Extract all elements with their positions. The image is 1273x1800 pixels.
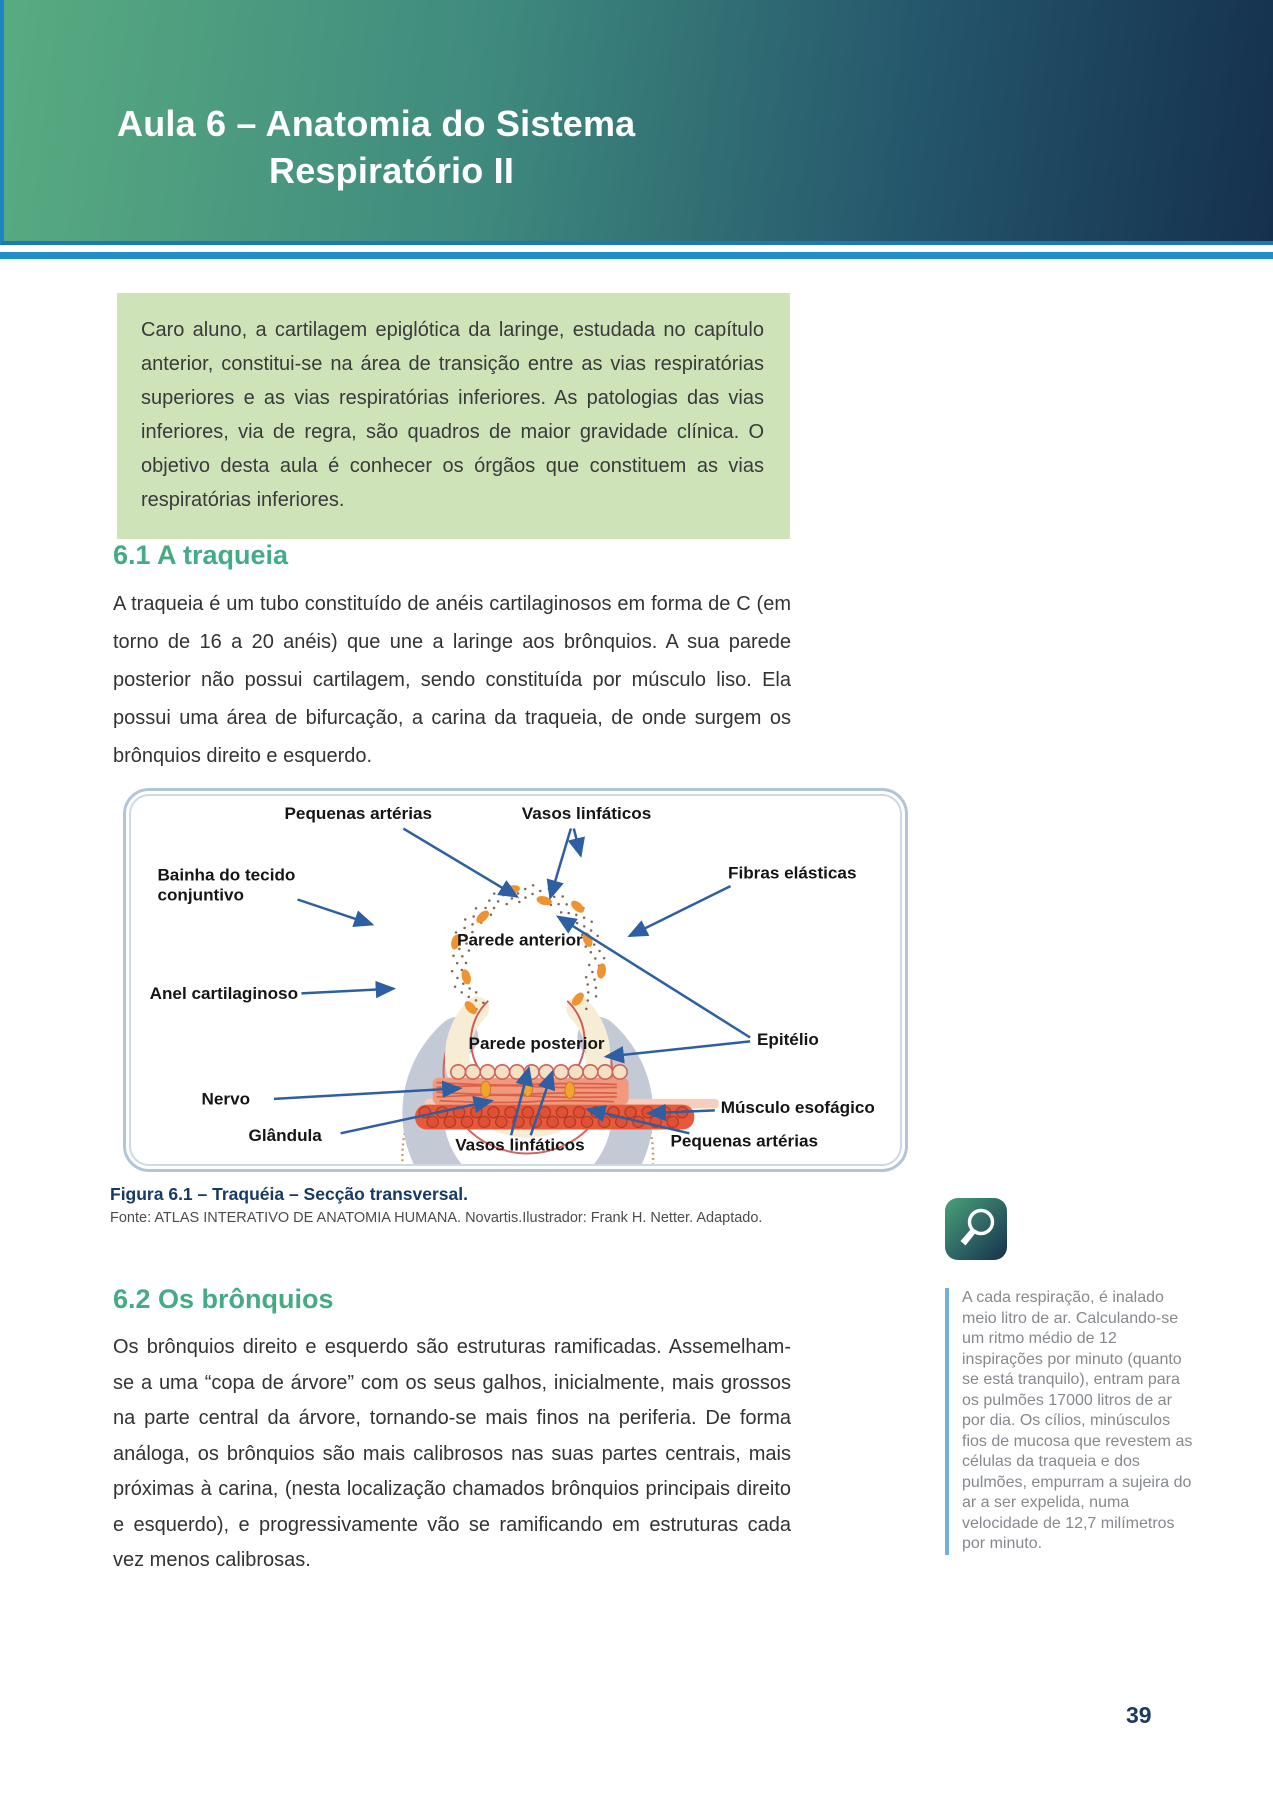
section-paragraph-6-2: Os brônquios direito e esquerdo são estr… [113,1336,791,1571]
header-underline-rule [0,252,1273,259]
page-title-line2: Respiratório II [269,150,515,191]
page-number: 39 [1126,1702,1152,1728]
figure-arrow-vasos-linfaticos-inf [529,1069,556,1136]
figure-arrow-fibras-elasticas [627,884,732,938]
figure-label-fibras-elasticas: Fibras elásticas [728,864,856,883]
figure-label-epitelio: Epitélio [757,1030,819,1049]
mucosa-texture [450,884,607,1015]
figure-label-pequenas-arterias-sup: Pequenas artérias [285,804,433,823]
magnifier-icon [945,1198,1007,1260]
figure-label-vasos-linfaticos-sup: Vasos linfáticos [522,804,651,823]
posterior-epithelium-scallops [450,1064,628,1080]
figure-label-vasos-linfaticos-inf: Vasos linfáticos [455,1136,584,1155]
intro-box: Caro aluno, a cartilagem epiglótica da l… [117,293,790,539]
figure-label-anel-cartilaginoso: Anel cartilaginoso [150,984,298,1003]
figure-arrow-nervo [273,1080,463,1101]
figure-arrow-vasos-linfaticos-inf [509,1065,533,1136]
adventitia-contour [401,1057,655,1164]
figure-caption: Figura 6.1 – Traquéia – Secção transvers… [110,1184,468,1204]
figure-label-glandula: Glândula [249,1126,323,1145]
figure-arrow-epitelio [603,1040,751,1064]
figure-arrow-glandula [340,1095,494,1135]
figure-arrow-vasos-linfaticos-sup [567,828,585,858]
figure-label-musculo-esofagico: Músculo esofágico [721,1098,875,1117]
figure-label-nervo: Nervo [202,1090,251,1109]
figure-arrow-epitelio [555,915,751,1039]
section-heading-6-1: 6.1 A traqueia [113,540,289,570]
figure-arrow-pequenas-arterias-inf [585,1104,690,1135]
section-heading-6-2: 6.2 Os brônquios [113,1284,334,1314]
sidebar-note: A cada respiração, é inalado meio litro … [945,1288,1197,1555]
figure-source: Fonte: ATLAS INTERATIVO DE ANATOMIA HUMA… [110,1210,763,1226]
section-paragraph-6-1: A traqueia é um tubo constituído de anéi… [113,593,791,767]
figure-label-parede-posterior: Parede posterior [469,1034,605,1053]
figure-arrow-anel-cartilaginoso [301,980,397,999]
figure-arrow-musculo-esofagico [645,1103,715,1122]
figure-label-parede-anterior: Parede anterior [457,931,583,950]
figure-arrow-vasos-linfaticos-sup [546,828,573,900]
figure-arrow-pequenas-arterias-sup [402,827,520,898]
figure-caption-block: Figura 6.1 – Traquéia – Secção transvers… [110,1184,850,1226]
figure-arrow-bainha-tecido-conjuntivo [297,898,375,928]
page-title-line1: Aula 6 – Anatomia do Sistema [117,103,636,144]
figure-label-pequenas-arterias-inf: Pequenas artérias [670,1132,818,1151]
